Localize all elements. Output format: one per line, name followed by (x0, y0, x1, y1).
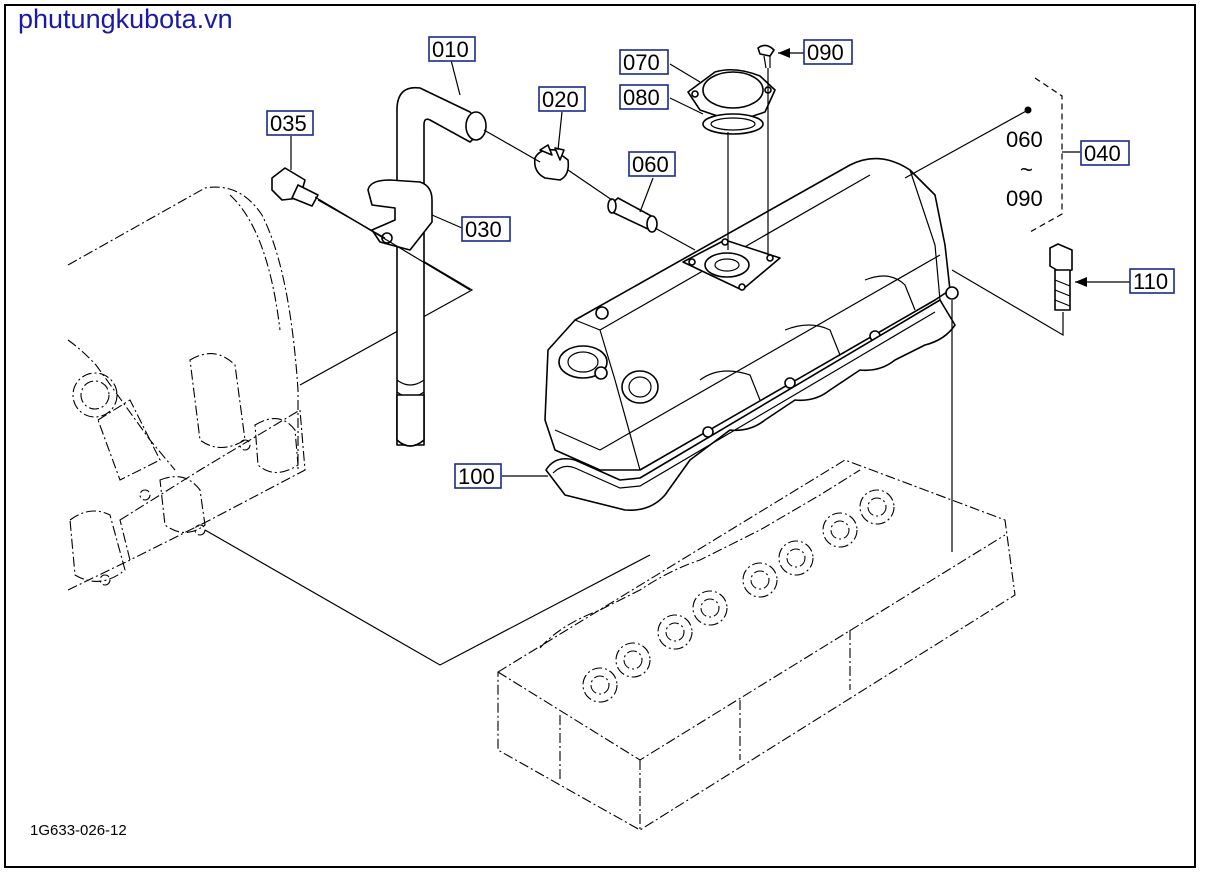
intake-manifold (67, 186, 306, 591)
svg-text:110: 110 (1133, 269, 1168, 294)
drawing-frame (4, 4, 1196, 868)
svg-text:080: 080 (623, 85, 660, 110)
bolt-110 (1049, 243, 1073, 311)
group-040-dot (1024, 106, 1032, 114)
callout-035: 035 (266, 110, 314, 136)
pipe-to-clip-line (483, 129, 541, 163)
group-040-leader (904, 109, 1029, 179)
screw-090 (757, 44, 775, 69)
drawing-code: 1G633-026-12 (30, 822, 127, 839)
svg-text:070: 070 (623, 50, 660, 75)
callout-070: 070 (619, 49, 669, 75)
callout-090: 090 (803, 39, 853, 65)
range-note-040: 060 ~ 090 (1006, 127, 1043, 211)
manifold-leader (204, 529, 651, 666)
o-ring-080 (702, 113, 764, 135)
callout-030: 030 (461, 216, 511, 242)
fitting-to-seat-line (654, 227, 696, 251)
svg-text:020: 020 (542, 87, 579, 112)
cylinder-head (497, 459, 1016, 831)
breather-pipe-010 (396, 86, 487, 447)
hose-clip-020 (533, 144, 570, 181)
clip-to-fitting-line (567, 169, 613, 201)
gasket-100 (545, 299, 956, 512)
callout-060: 060 (628, 151, 676, 177)
bolt-035 (271, 167, 386, 239)
callout-080: 080 (619, 84, 669, 110)
bolt-035-axis (314, 196, 471, 291)
bracket-040 (1029, 77, 1063, 233)
svg-text:090: 090 (1006, 186, 1043, 211)
svg-text:035: 035 (270, 111, 307, 136)
pipe-clamp-030 (367, 179, 433, 251)
svg-text:060: 060 (632, 152, 669, 177)
svg-text:010: 010 (432, 37, 469, 62)
callout-020: 020 (538, 86, 586, 112)
svg-text:060: 060 (1006, 127, 1043, 152)
fitting-060 (607, 197, 658, 233)
callout-110: 110 (1129, 268, 1175, 294)
svg-text:030: 030 (465, 217, 502, 242)
svg-text:040: 040 (1084, 141, 1121, 166)
bolt-110-axis (951, 269, 1064, 337)
callout-010: 010 (428, 36, 476, 62)
callout-040: 040 (1080, 140, 1130, 166)
svg-text:~: ~ (1020, 157, 1033, 182)
head-cover (544, 157, 959, 471)
breather-cap-070 (687, 68, 776, 123)
svg-text:100: 100 (458, 464, 495, 489)
svg-text:090: 090 (807, 40, 844, 65)
watermark-text: phutungkubota.vn (18, 4, 233, 34)
callout-100: 100 (454, 463, 502, 489)
